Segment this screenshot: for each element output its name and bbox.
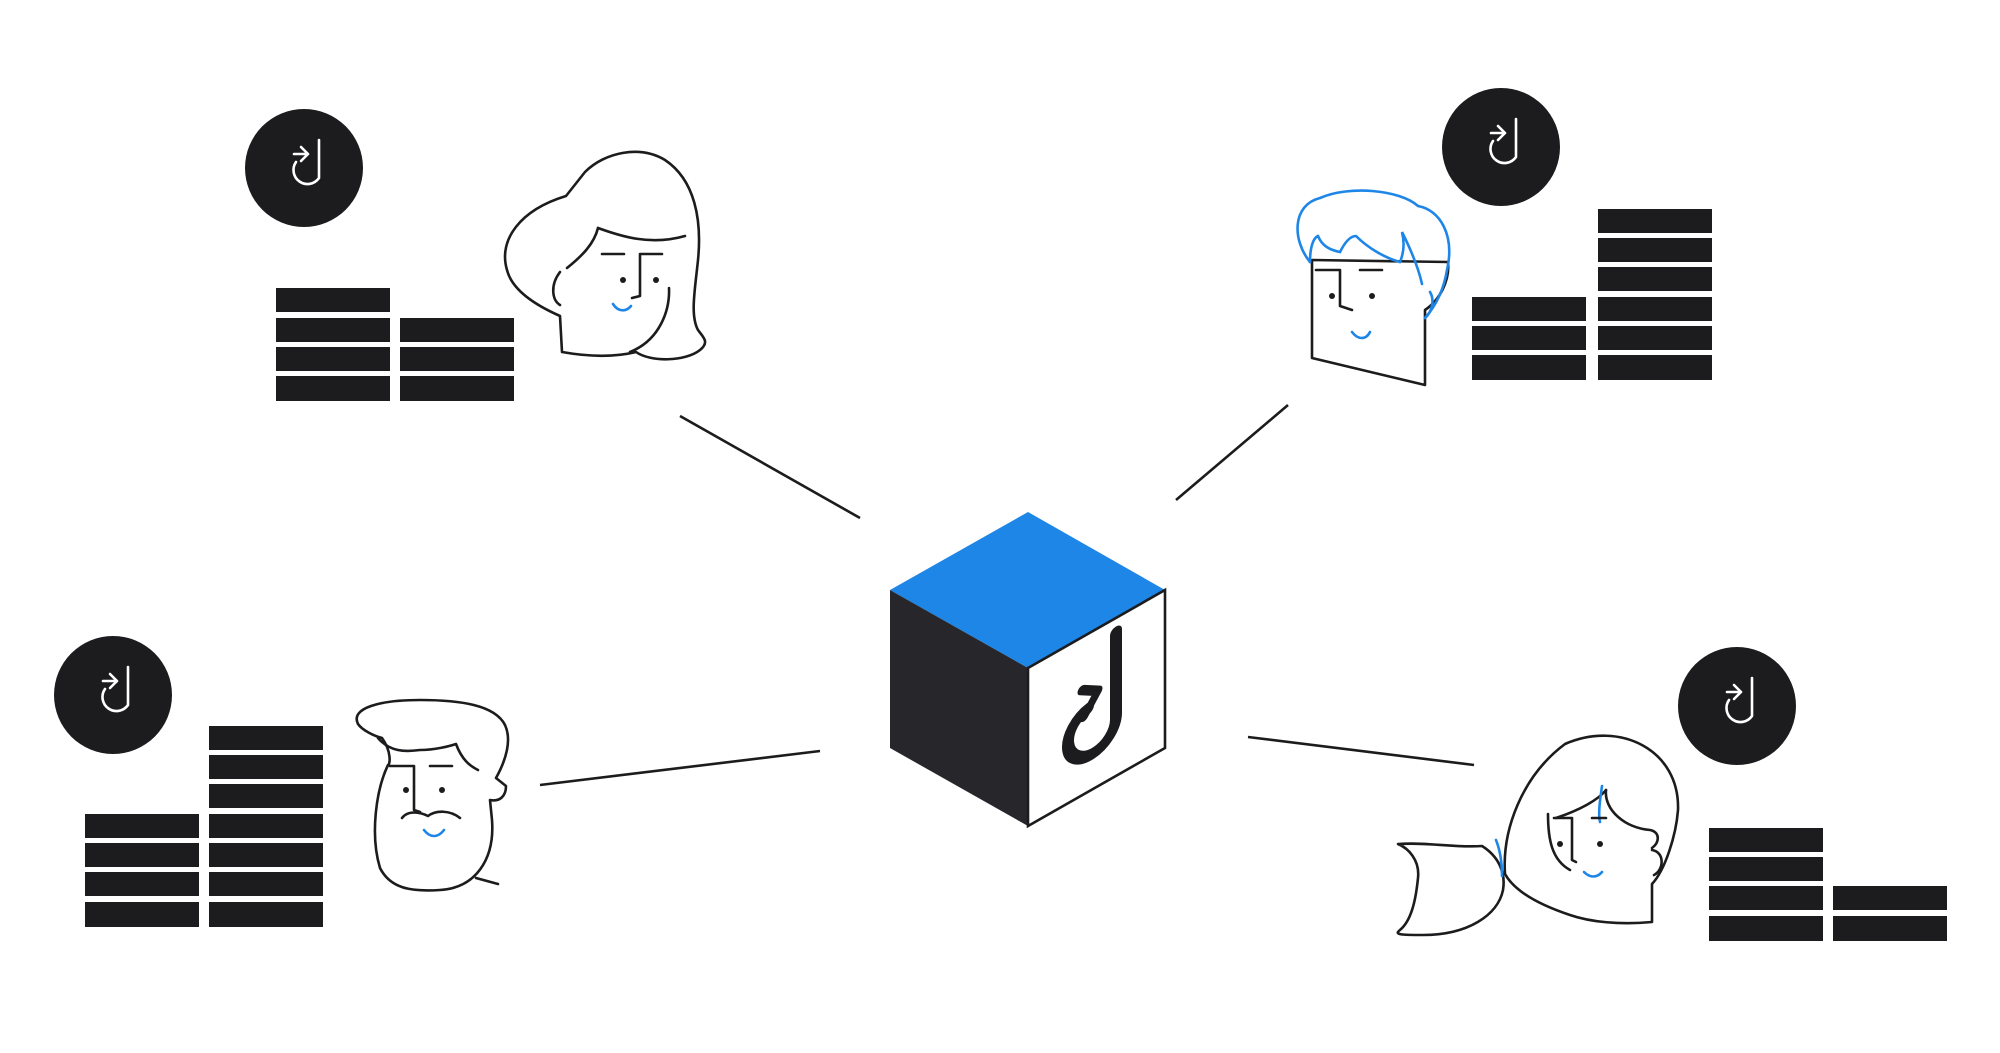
token-stacks (1472, 209, 1712, 380)
d-logo-icon (1062, 625, 1122, 765)
man-short-hair-icon (1296, 189, 1451, 387)
connector-bottom-right (1247, 735, 1475, 767)
participant-top-left (245, 109, 707, 401)
connector-bottom-left (539, 749, 821, 787)
man-mustache-icon (355, 698, 510, 892)
d-logo-icon (54, 636, 172, 754)
cube-left-face (890, 590, 1028, 826)
connector-top-left (679, 414, 861, 520)
connector-top-right (1175, 404, 1289, 501)
hub-cube-icon (890, 512, 1167, 829)
token-stacks (1709, 828, 1947, 941)
token-stacks (85, 726, 323, 927)
participant-bottom-left (54, 636, 510, 927)
participant-top-right (1296, 88, 1712, 387)
d-logo-icon (245, 109, 363, 227)
woman-ponytail-icon (1396, 734, 1680, 937)
cube-right-face (1026, 587, 1167, 829)
woman-long-hair-icon (503, 150, 707, 361)
participant-bottom-right (1396, 647, 1947, 941)
d-logo-icon (1442, 88, 1560, 206)
connectors (539, 404, 1475, 787)
token-stacks (276, 288, 514, 401)
d-logo-icon (1678, 647, 1796, 765)
